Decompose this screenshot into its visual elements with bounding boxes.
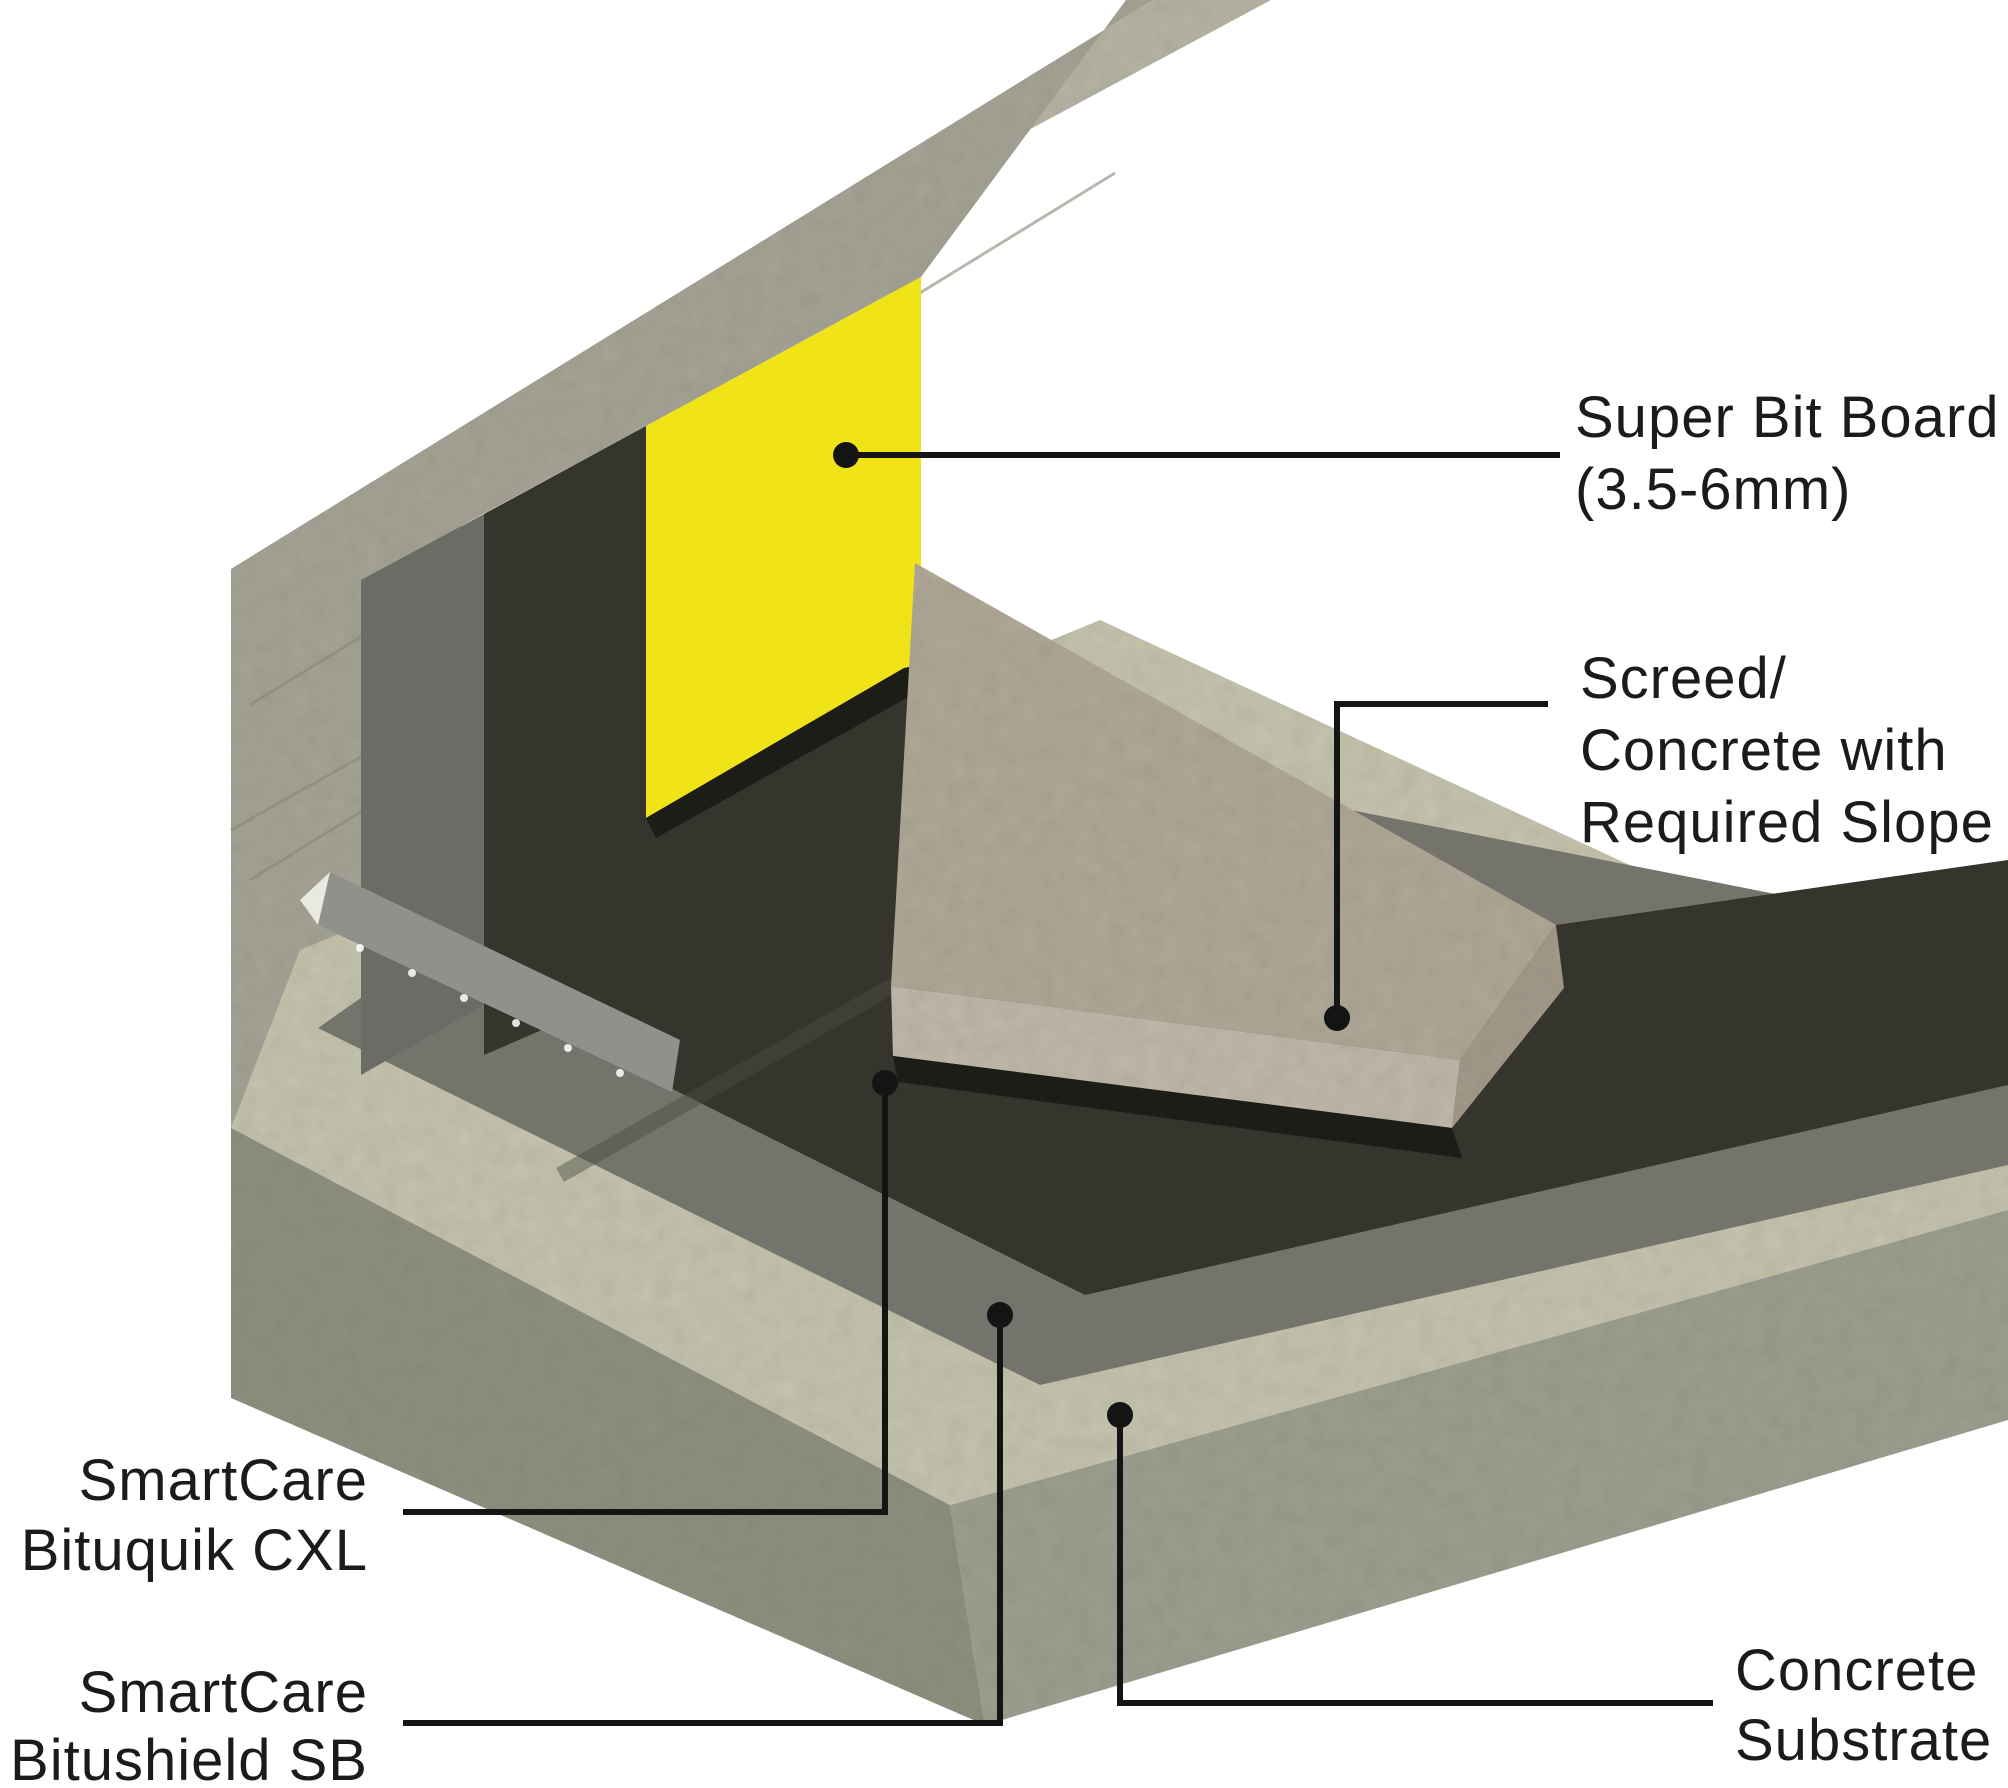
label-screed-line1: Screed/ bbox=[1580, 646, 1787, 711]
leader-bituquik bbox=[403, 1083, 888, 1515]
label-bituquik: SmartCare Bituquik CXL bbox=[21, 1448, 368, 1583]
leader-bitushield bbox=[403, 1315, 1003, 1726]
fillet-fixing-dot bbox=[564, 1044, 572, 1052]
leader-dot-screed bbox=[1324, 1005, 1350, 1031]
label-bituquik-line2: Bituquik CXL bbox=[21, 1518, 368, 1583]
labels: Super Bit Board (3.5-6mm) Screed/ Concre… bbox=[10, 385, 1999, 1788]
fillet-end-cap bbox=[300, 872, 330, 925]
label-super-bit-board-line2: (3.5-6mm) bbox=[1575, 457, 1851, 522]
substrate-front-left-face bbox=[231, 1128, 985, 1725]
wall-floor-corner-shadow bbox=[646, 665, 921, 838]
substrate-front-right-face bbox=[950, 1210, 2008, 1725]
fillet-fixing-dot bbox=[356, 944, 364, 952]
screed-right-end-face bbox=[1452, 925, 1564, 1128]
screed-slab bbox=[891, 563, 1564, 1128]
leader-dot-substrate bbox=[1107, 1402, 1133, 1428]
bituquik-membrane-wall-strip bbox=[484, 426, 646, 1055]
label-bitushield-line1: SmartCare bbox=[79, 1660, 368, 1725]
super-bit-board-panel bbox=[646, 277, 921, 818]
leader-dot-super-bit-board bbox=[833, 442, 859, 468]
leader-screed bbox=[1334, 701, 1548, 1018]
label-bituquik-line1: SmartCare bbox=[79, 1448, 368, 1513]
label-super-bit-board-line1: Super Bit Board bbox=[1575, 385, 1999, 450]
fillet-fixing-dot bbox=[460, 994, 468, 1002]
label-bitushield: SmartCare Bitushield SB bbox=[10, 1660, 368, 1788]
screed-front-face bbox=[891, 986, 1460, 1128]
label-bitushield-line2: Bitushield SB bbox=[10, 1728, 368, 1788]
screed-underside-shadow bbox=[893, 1056, 1462, 1158]
fillet-fixing-dot bbox=[408, 969, 416, 977]
label-super-bit-board: Super Bit Board (3.5-6mm) bbox=[1575, 385, 1999, 522]
label-substrate-line2: Substrate bbox=[1735, 1708, 1992, 1773]
label-screed: Screed/ Concrete with Required Slope bbox=[1580, 646, 1994, 855]
leader-dot-bituquik bbox=[872, 1070, 898, 1096]
leader-dot-bitushield bbox=[987, 1302, 1013, 1328]
label-screed-line2: Concrete with bbox=[1580, 718, 1948, 783]
leader-lines bbox=[403, 442, 1713, 1726]
fillet-fixing-dot bbox=[512, 1019, 520, 1027]
label-screed-line3: Required Slope bbox=[1580, 790, 1994, 855]
label-substrate: Concrete Substrate bbox=[1735, 1638, 1992, 1773]
leader-substrate bbox=[1117, 1415, 1713, 1706]
cove-fillet bbox=[300, 872, 680, 1092]
fillet-strip bbox=[318, 872, 680, 1092]
label-substrate-line1: Concrete bbox=[1735, 1638, 1978, 1703]
screed-top-face bbox=[891, 563, 1556, 1060]
fillet-fixing-dot bbox=[616, 1069, 624, 1077]
